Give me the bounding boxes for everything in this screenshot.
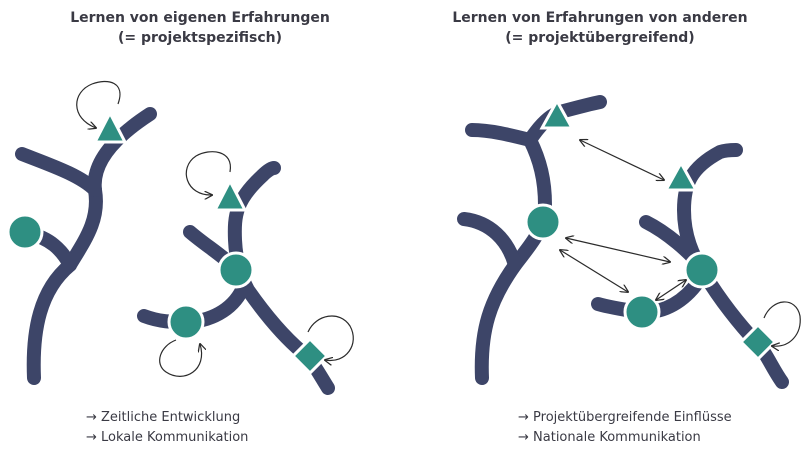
right-caption-1: → Projektübergreifende Einflüsse [518, 410, 732, 425]
left-tree-2-circle-node-bottom [167, 303, 205, 341]
left-tree-2-loop-top [185, 151, 231, 195]
right-tree-3-circle-node [524, 203, 562, 241]
right-tree-4-circle-node-top [683, 251, 721, 289]
left-tree-2-circle-node-top [217, 251, 255, 289]
right-title-text: Lernen von Erfahrungen von anderen [452, 10, 748, 26]
left-caption-2: → Lokale Kommunikation [86, 430, 249, 445]
left-tree-1-loop-arrow [76, 80, 121, 128]
right-subtitle: (= projektübergreifend) [505, 30, 695, 46]
left-tree-1-circle-node [6, 213, 44, 251]
right-tree-3 [457, 95, 607, 385]
left-title: Lernen von eigenen Erfahrungen (= projek… [40, 8, 360, 48]
right-tree-4 [591, 143, 801, 389]
left-captions: → Zeitliche Entwicklung → Lokale Kommuni… [86, 408, 248, 448]
right-tree-4-loop-diamond [763, 301, 801, 346]
link-circle-circle-bottom [560, 250, 628, 292]
right-tree-4-diamond-node [738, 322, 778, 362]
right-tree-3-twig [457, 212, 522, 272]
left-tree-2-diamond-node [290, 336, 330, 376]
right-caption-2: → Nationale Kommunikation [518, 430, 701, 445]
left-tree-2-loop-diamond [307, 315, 354, 361]
left-tree-1-triangle-node [92, 109, 128, 144]
left-tree-1-trunk [26, 107, 157, 385]
right-tree-4-circle-node-bottom [623, 293, 661, 331]
left-tree-2 [137, 151, 354, 395]
left-tree-2-triangle-node [212, 177, 248, 212]
right-captions: → Projektübergreifende Einflüsse → Natio… [518, 408, 732, 448]
link-bottom-top-node [656, 280, 686, 300]
right-panel [457, 95, 801, 389]
left-tree-2-loop-bottom [159, 339, 202, 377]
left-panel [6, 80, 354, 395]
left-title-text: Lernen von eigenen Erfahrungen [70, 10, 330, 26]
right-tree-4-triangle-node [663, 159, 699, 192]
left-tree-1 [6, 80, 157, 385]
left-subtitle: (= projektspezifisch) [117, 30, 282, 46]
link-circle-circle-top [566, 238, 670, 262]
right-title: Lernen von Erfahrungen von anderen (= pr… [440, 8, 760, 48]
link-triangle-triangle [580, 140, 664, 180]
left-tree-1-branch [15, 147, 102, 197]
left-caption-1: → Zeitliche Entwicklung [86, 410, 241, 425]
right-tree-3-triangle-node [539, 97, 575, 130]
